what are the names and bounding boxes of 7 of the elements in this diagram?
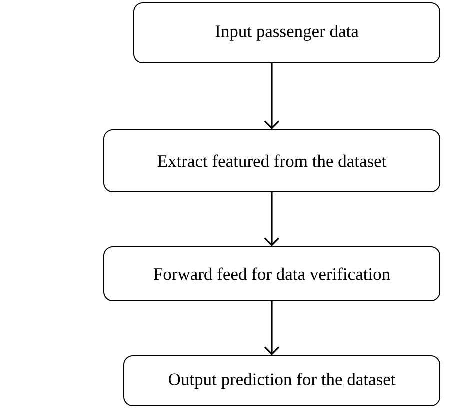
process-box: Extract featured from the dataset <box>104 130 440 192</box>
arrow <box>264 192 280 246</box>
process-box: Output prediction for the dataset <box>124 356 440 406</box>
arrow <box>264 302 280 356</box>
arrow <box>264 64 280 130</box>
process-box: Input passenger data <box>134 2 440 64</box>
process-box: Forward feed for data verification <box>104 246 440 302</box>
